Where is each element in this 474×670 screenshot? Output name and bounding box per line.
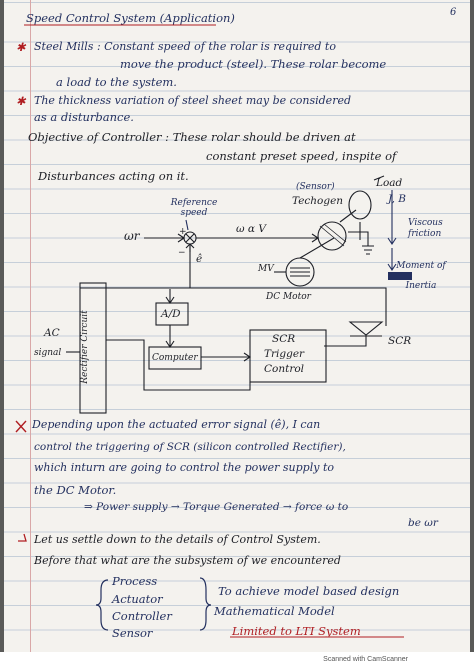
arrow <box>144 233 185 243</box>
subsystem-actuator: Actuator <box>112 592 163 606</box>
rectifier-block <box>79 282 107 414</box>
viscous-friction-label: Viscous friction <box>408 218 443 239</box>
subsystem-process: Process <box>112 574 158 588</box>
scanner-footer: Scanned with CamScanner <box>0 652 474 670</box>
arrow <box>387 248 397 271</box>
error-signal-label: ê <box>196 253 203 265</box>
scribble-box <box>388 272 412 280</box>
depending-line-2: control the triggering of SCR (silicon c… <box>34 441 346 453</box>
depending-line-3: which inturn are going to control the po… <box>34 461 334 474</box>
ground-symbol <box>348 231 374 255</box>
depending-line-1: Depending upon the actuated error signal… <box>32 418 321 431</box>
subsystem-controller: Controller <box>112 609 172 623</box>
bullet-star: ✱ <box>16 40 26 54</box>
steel-mills-line-2: move the product (steel). These rolar be… <box>120 57 387 71</box>
objective-line-3: Disturbances acting on it. <box>38 169 189 183</box>
check-mark <box>18 533 27 542</box>
notebook-page: 6 Speed Control System (Application) ✱ S… <box>4 0 470 652</box>
scr-trigger-label-1: SCR <box>272 333 296 345</box>
arrow <box>387 190 397 245</box>
mv-label: MV <box>258 264 274 274</box>
techogen-label: Techogen <box>292 195 344 207</box>
scr-symbol <box>348 321 384 336</box>
thickness-line-1: The thickness variation of steel sheet m… <box>34 94 352 107</box>
page-number: 6 <box>450 7 457 18</box>
wire <box>80 287 387 326</box>
ac-label: AC <box>44 327 60 339</box>
wire <box>324 336 367 347</box>
objective-line-2: constant preset speed, inspite of <box>206 149 397 163</box>
flow-line-2: be ωr <box>408 517 438 529</box>
pointer <box>373 175 385 181</box>
dc-motor-label: DC Motor <box>266 292 311 302</box>
signal-label: signal <box>34 348 62 358</box>
curly-brace <box>95 579 109 631</box>
settle-line-1: Let us settle down to the details of Con… <box>34 533 321 546</box>
steel-mills-line-3: a load to the system. <box>56 75 177 89</box>
objective-line-1: Objective of Controller : These rolar sh… <box>28 130 356 144</box>
motor-winding <box>290 267 310 277</box>
arrow <box>201 352 251 362</box>
computer-block <box>148 346 202 370</box>
arrow <box>165 325 175 348</box>
load-roller <box>348 190 372 220</box>
bullet-star: ✱ <box>16 94 26 108</box>
margin-line <box>30 0 31 652</box>
page-heading: Speed Control System (Application) <box>26 11 235 25</box>
shaft-line <box>299 237 335 259</box>
wire <box>106 339 251 391</box>
steel-mills-line-1: Steel Mills : Constant speed of the rola… <box>34 40 336 53</box>
wr-label: ωr <box>124 229 140 243</box>
jb-label: J, B <box>388 193 406 205</box>
scr-label: SCR <box>388 335 412 347</box>
pointer <box>185 219 189 231</box>
subsystem-sensor: Sensor <box>112 626 153 640</box>
block-diagram <box>15 24 412 638</box>
design-line-2: Mathematical Model <box>214 604 335 618</box>
cross-mark <box>185 233 195 243</box>
thickness-line-2: as a disturbance. <box>34 110 134 124</box>
ad-label: A/D <box>161 308 181 320</box>
scr-trigger-label-2: Trigger <box>264 348 305 360</box>
design-line-3: Limited to LTI System <box>232 624 361 638</box>
sensor-label: (Sensor) <box>296 182 335 192</box>
arrow <box>185 243 195 252</box>
minus-sign: − <box>178 248 186 258</box>
settle-line-2: Before that what are the subsystem of we… <box>34 554 341 567</box>
scr-trigger-block <box>249 329 327 383</box>
techogen-hatch <box>319 223 347 247</box>
moment-of-inertia-label: Moment of Inertia <box>396 261 446 291</box>
computer-label: Computer <box>152 353 198 363</box>
rectifier-circuit-label: Rectifier Circuit <box>79 310 90 384</box>
w-alpha-v-label: ω α V <box>236 223 266 235</box>
plus-sign: + <box>179 227 187 237</box>
arrow <box>165 289 175 304</box>
bullet-cross <box>15 420 27 433</box>
scr-trigger-label-3: Control <box>264 363 305 375</box>
load-label: Load <box>376 177 403 189</box>
techogen-circle <box>317 221 347 251</box>
footer-text: Scanned with CamScanner <box>323 656 408 663</box>
flow-line-1: ⇒ Power supply → Torque Generated → forc… <box>84 501 349 513</box>
depending-line-4: the DC Motor. <box>34 483 117 497</box>
curly-brace <box>199 577 212 631</box>
design-line-1: To achieve model based design <box>218 584 400 598</box>
reference-speed-label: Reference speed <box>170 198 218 218</box>
ad-block <box>155 302 189 326</box>
shaft <box>339 209 357 223</box>
